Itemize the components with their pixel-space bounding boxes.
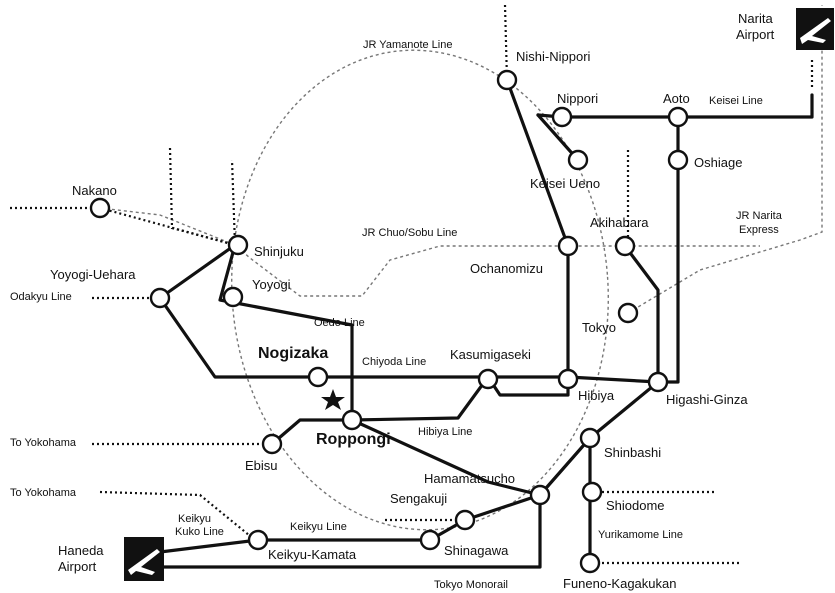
line-north-shinjuku: [168, 147, 236, 247]
line-north-shinjuku-2: [230, 159, 237, 246]
station-tokyo[interactable]: [617, 302, 639, 324]
label-haneda-2: Airport: [58, 559, 97, 574]
narita-express-line: [627, 5, 823, 314]
keikyu-kamata-line: [158, 538, 260, 554]
label-ochanomizu: Ochanomizu: [470, 261, 543, 276]
label-hamamatsucho: Hamamatsucho: [424, 471, 516, 486]
label-shinbashi: Shinbashi: [604, 445, 662, 460]
label-narita-express-2: Express: [739, 224, 779, 236]
label-yurikamome: Yurikamome Line: [598, 529, 683, 541]
station-yoyogi-uehara[interactable]: [149, 287, 171, 309]
label-hibiya: Hibiya: [578, 388, 615, 403]
station-hibiya[interactable]: [557, 368, 579, 390]
label-roppongi: Roppongi: [316, 431, 391, 448]
station-shinjuku[interactable]: [227, 234, 249, 256]
label-keikyu-kuko-2: Kuko Line: [175, 526, 224, 538]
chiyoda-line: [158, 296, 660, 384]
label-yoyogi-uehara: Yoyogi-Uehara: [50, 267, 136, 282]
yurikamome-line: [538, 436, 592, 565]
airplane-icon: [796, 8, 834, 50]
label-keikyu-kamata: Keikyu-Kamata: [268, 547, 357, 562]
station-shiodome[interactable]: [581, 481, 603, 503]
label-funeno-kagakukan: Funeno-Kagakukan: [563, 576, 677, 591]
station-roppongi[interactable]: [341, 409, 363, 431]
monorail-line: [158, 493, 542, 569]
station-keikyu-kamata[interactable]: [247, 529, 269, 551]
label-to-yokohama-2: To Yokohama: [10, 487, 77, 499]
label-sengakuji: Sengakuji: [390, 491, 448, 506]
station-akihabara[interactable]: [614, 235, 636, 257]
airplane-icon: [124, 537, 164, 581]
label-monorail: Tokyo Monorail: [434, 579, 508, 591]
label-chuo-sobu: JR Chuo/Sobu Line: [362, 227, 458, 239]
label-narita-2: Airport: [736, 27, 775, 42]
label-hibiya-line: Hibiya Line: [418, 426, 473, 438]
label-nishi-nippori: Nishi-Nippori: [516, 49, 591, 64]
label-shinjuku: Shinjuku: [254, 244, 304, 259]
label-akihabara: Akihabara: [590, 215, 649, 230]
nishi-nippori-north: [503, 4, 509, 81]
label-tokyo: Tokyo: [582, 320, 616, 335]
label-to-yokohama-1: To Yokohama: [10, 437, 77, 449]
station-nishi-nippori[interactable]: [496, 69, 518, 91]
station-yoyogi[interactable]: [222, 286, 244, 308]
station-nippori[interactable]: [551, 106, 573, 128]
label-nippori: Nippori: [557, 91, 599, 106]
station-hamamatsucho[interactable]: [529, 484, 551, 506]
station-keisei-ueno[interactable]: [567, 149, 589, 171]
label-keikyu: Keikyu Line: [290, 521, 347, 533]
chuo-sobu-line: [99, 207, 760, 297]
label-higashi-ginza: Higashi-Ginza: [666, 392, 748, 407]
label-nakano: Nakano: [72, 183, 117, 198]
label-haneda-1: Haneda: [58, 543, 104, 558]
chiyoda-line-north: [158, 243, 237, 300]
station-shinagawa[interactable]: [419, 529, 441, 551]
label-aoto: Aoto: [663, 91, 690, 106]
label-yamanote: JR Yamanote Line: [363, 39, 453, 51]
label-keisei-ueno: Keisei Ueno: [530, 176, 601, 191]
hibiya-line: [270, 375, 570, 446]
station-aoto[interactable]: [667, 106, 689, 128]
label-yoyogi: Yoyogi: [252, 277, 291, 292]
label-ebisu: Ebisu: [245, 458, 278, 473]
label-shiodome: Shiodome: [606, 498, 665, 513]
yokohama-line-2: [99, 490, 256, 541]
label-oshiage: Oshiage: [694, 155, 743, 170]
label-narita-1: Narita: [738, 11, 773, 26]
station-ebisu[interactable]: [261, 433, 283, 455]
label-chiyoda: Chiyoda Line: [362, 356, 427, 368]
label-shinagawa: Shinagawa: [444, 543, 509, 558]
label-odakyu: Odakyu Line: [10, 291, 72, 303]
line-west-nakano: [10, 206, 236, 247]
station-nogizaka[interactable]: [307, 366, 329, 388]
label-narita-express-1: JR Narita: [736, 210, 782, 222]
station-shinbashi[interactable]: [579, 427, 601, 449]
label-nogizaka: Nogizaka: [258, 345, 329, 362]
star-icon: [321, 389, 345, 410]
label-kasumigaseki: Kasumigaseki: [450, 347, 531, 362]
station-funeno-kagakukan[interactable]: [579, 552, 601, 574]
label-keisei: Keisei Line: [709, 95, 763, 107]
station-nakano[interactable]: [89, 197, 111, 219]
station-kasumigaseki[interactable]: [477, 368, 499, 390]
station-sengakuji[interactable]: [454, 509, 476, 531]
oedo-line: [218, 243, 542, 497]
station-oshiage[interactable]: [667, 149, 689, 171]
label-oedo: Oedo Line: [314, 317, 365, 329]
station-higashi-ginza[interactable]: [647, 371, 669, 393]
label-keikyu-kuko-1: Keikyu: [178, 513, 212, 525]
station-ochanomizu[interactable]: [557, 235, 579, 257]
